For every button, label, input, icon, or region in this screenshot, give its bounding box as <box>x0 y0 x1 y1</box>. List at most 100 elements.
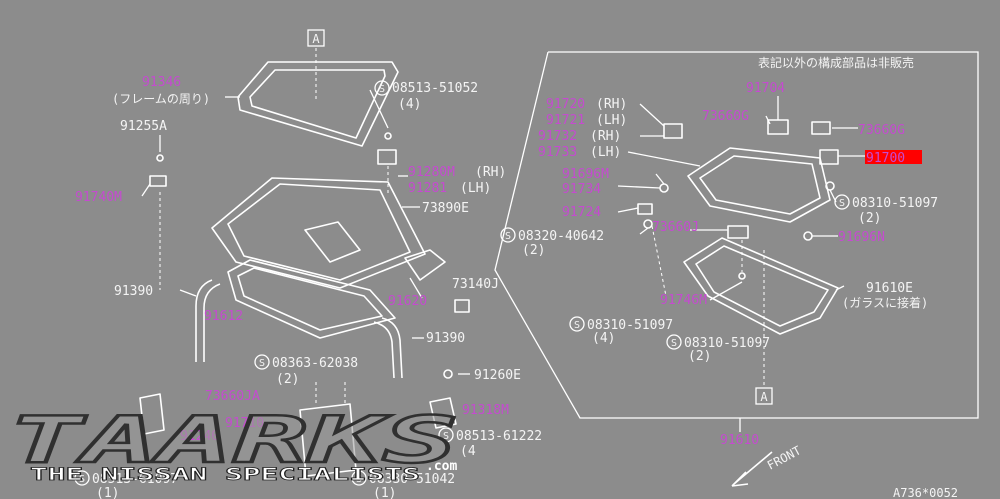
bracket-91700 <box>819 149 839 165</box>
clip-91696N <box>803 231 813 241</box>
glass-reflection <box>304 221 361 263</box>
label-91280M: 91280M <box>408 165 455 180</box>
label-08330-51042-qty: (1) <box>373 486 396 499</box>
drain-hose-left <box>195 279 213 362</box>
frame-seal-inner <box>249 69 386 139</box>
label-08310-51097-a: 08310-51097 <box>852 196 938 211</box>
left-leader-lines <box>141 89 470 406</box>
label-73660G-b: 73660G <box>858 123 905 138</box>
label-91720: 91720 <box>546 97 585 112</box>
label-08363-62038: 08363-62038 <box>272 356 358 371</box>
svg-text:S: S <box>671 338 677 349</box>
non-sale-note: 表記以外の構成部品は非販売 <box>758 55 914 70</box>
watermark-logo: TAARKS THE NISSAN SPECIALISTS .com <box>7 403 460 486</box>
label-91721-lh: (LH) <box>596 113 627 128</box>
label-91733: 91733 <box>538 145 577 160</box>
label-73660JA: 73660JA <box>205 389 260 404</box>
bracket-73660G <box>811 121 831 135</box>
label-08513-51052-qty: (4) <box>398 97 421 112</box>
clip-91255A <box>156 154 164 162</box>
label-08513-51052: 08513-51052 <box>392 81 478 96</box>
label-08363-62038-qty: (2) <box>276 372 299 387</box>
label-91260E: 91260E <box>474 368 521 383</box>
label-91620: 91620 <box>388 294 427 309</box>
glass-panel <box>211 177 426 289</box>
label-91721: 91721 <box>546 113 585 128</box>
drain-hose-right-2 <box>373 321 395 379</box>
label-91390-left: 91390 <box>114 284 153 299</box>
label-08310-51097-b: 08310-51097 <box>587 318 673 333</box>
detail-outline <box>494 51 979 419</box>
label-08513-61222-qty: (4 <box>460 444 476 459</box>
frame-seal-91346 <box>237 61 399 147</box>
label-91318M: 91318M <box>462 403 509 418</box>
screw-91746M <box>738 272 746 280</box>
label-91746M: 91746M <box>660 293 707 308</box>
watermark-logo-text: TAARKS <box>8 404 458 478</box>
label-91734: 91734 <box>562 182 601 197</box>
label-91281-lh: (LH) <box>460 181 491 196</box>
bracket-91280M <box>377 149 397 165</box>
label-08320-40642: 08320-40642 <box>518 229 604 244</box>
label-91732-rh: (RH) <box>590 129 621 144</box>
clip-73140J <box>454 299 470 313</box>
label-front: FRONT <box>765 443 803 472</box>
bracket-91704 <box>767 119 789 135</box>
view-a-label-bottom: A <box>760 390 768 404</box>
svg-text:S: S <box>574 320 580 331</box>
svg-text:S: S <box>356 474 362 485</box>
headlining-frame <box>687 147 831 223</box>
label-91720-rh: (RH) <box>596 97 627 112</box>
screw-08513-51052 <box>384 132 392 140</box>
view-a-box-top <box>307 29 325 47</box>
label-08310-51097-c-qty: (2) <box>688 349 711 364</box>
label-08310-51097-c: 08310-51097 <box>684 336 770 351</box>
label-91704: 91704 <box>746 81 785 96</box>
label-08513-61097-qty: (1) <box>96 486 119 499</box>
label-91255A: 91255A <box>120 119 167 134</box>
label-91696N: 91696N <box>838 230 885 245</box>
label-08310-51097-b-qty: (4) <box>592 331 615 346</box>
watermark-tagline: THE NISSAN SPECIALISTS <box>30 465 420 485</box>
svg-text:S: S <box>505 231 511 242</box>
label-91610: 91610 <box>720 433 759 448</box>
label-91280M-rh: (RH) <box>475 165 506 180</box>
headlining-frame-inner <box>699 155 821 215</box>
label-91346: 91346 <box>142 75 181 90</box>
svg-text:S: S <box>379 84 385 95</box>
label-91732: 91732 <box>538 129 577 144</box>
clip-91734 <box>659 183 669 193</box>
label-91390-right: 91390 <box>426 331 465 346</box>
label-91740M: 91740M <box>75 190 122 205</box>
label-08513-61097: 08513-61097 <box>92 472 178 487</box>
labels: 表記以外の構成部品は非販売 91346 (フレームの周り) 08513-5105… <box>75 55 958 499</box>
bracket-73660J <box>727 225 749 239</box>
label-91700: 91700 <box>866 151 905 166</box>
bracket-91740M <box>149 175 167 187</box>
label-73660J: 73660J <box>652 220 699 235</box>
label-08310-51097-a-qty: (2) <box>858 211 881 226</box>
label-73890E: 73890E <box>422 201 469 216</box>
label-91612: 91612 <box>204 309 243 324</box>
label-73140J: 73140J <box>452 277 499 292</box>
label-91281: 91281 <box>408 181 447 196</box>
view-a-box-bottom <box>755 387 773 405</box>
svg-text:S: S <box>259 358 265 369</box>
right-leader-lines <box>617 96 866 432</box>
label-91610E: 91610E <box>866 281 913 296</box>
glass-seal-91610E <box>683 237 839 335</box>
bracket-73660JA <box>139 393 165 435</box>
clip-91724 <box>637 203 653 215</box>
front-arrow <box>731 451 773 487</box>
svg-text:S: S <box>443 431 449 442</box>
watermark-domain: .com <box>426 459 457 474</box>
glass-seal-inner <box>695 245 829 327</box>
label-91610E-sub: (ガラスに接着) <box>842 295 928 310</box>
label-91240: 91240 <box>180 429 219 444</box>
label-91733-lh: (LH) <box>590 145 621 160</box>
bracket-91720 <box>663 123 683 139</box>
guide-91620 <box>404 249 446 281</box>
label-08320-40642-qty: (2) <box>522 243 545 258</box>
label-73660G-a: 73660G <box>702 109 749 124</box>
